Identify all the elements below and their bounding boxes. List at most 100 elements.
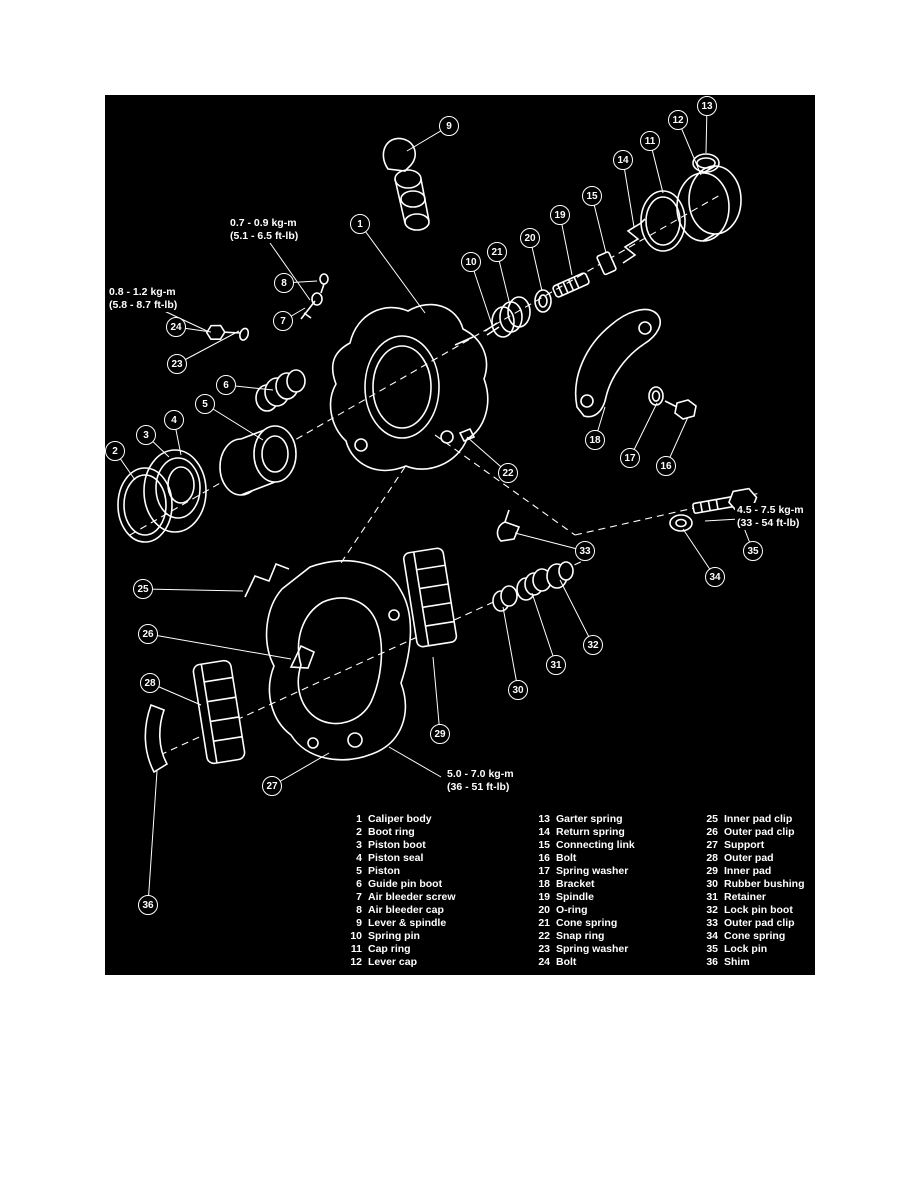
legend-item-label: Boot ring [368, 826, 415, 838]
part-bolt-upper [664, 399, 697, 420]
legend-item-label: Lock pin [724, 943, 768, 955]
legend-item-label: Return spring [556, 826, 625, 838]
callout-30: 30 [508, 680, 528, 700]
legend-item-label: Spring pin [368, 930, 420, 942]
legend-item-label: Piston seal [368, 852, 424, 864]
callout-26: 26 [138, 624, 158, 644]
exploded-diagram [114, 105, 761, 906]
torque-label-1: 0.7 - 0.9 kg-m(5.1 - 6.5 ft-lb) [228, 216, 301, 243]
legend-item-number: 24 [538, 956, 550, 968]
legend-item-number: 34 [706, 930, 718, 942]
legend-item-label: Lever & spindle [368, 917, 447, 929]
legend-item-number: 30 [706, 878, 718, 890]
legend-item-11: 11 Cap ring [345, 943, 456, 956]
legend-item-number: 5 [356, 865, 362, 877]
part-shim [144, 703, 169, 774]
callout-3: 3 [136, 425, 156, 445]
legend-item-number: 18 [538, 878, 550, 890]
callout-7: 7 [273, 311, 293, 331]
part-snap-ring [458, 427, 476, 443]
legend-item-number: 11 [350, 943, 362, 955]
part-spring-washer-upper [648, 386, 664, 406]
legend-item-label: Bolt [556, 956, 577, 968]
callout-32: 32 [583, 635, 603, 655]
legend-item-number: 26 [706, 826, 718, 838]
legend-item-label: Connecting link [556, 839, 635, 851]
part-garter-spring [692, 153, 720, 173]
part-piston-boot-seal [143, 449, 207, 533]
callout-8: 8 [274, 273, 294, 293]
legend-item-number: 35 [706, 943, 718, 955]
part-caliper-body [329, 303, 489, 472]
legend-item-number: 8 [356, 904, 362, 916]
leader-lines [114, 105, 754, 906]
part-outer-pad-clip-upper [289, 644, 316, 669]
legend-item-label: Inner pad [724, 865, 772, 877]
callout-29: 29 [430, 724, 450, 744]
legend-item-30: 30 Rubber bushing [701, 878, 805, 891]
legend-item-label: Shim [724, 956, 750, 968]
part-spring-pin [484, 322, 500, 336]
part-spindle [552, 272, 590, 298]
legend-item-label: Cap ring [368, 943, 411, 955]
legend-item-number: 27 [706, 839, 718, 851]
legend-item-5: 5 Piston [345, 865, 456, 878]
legend-item-label: Support [724, 839, 765, 851]
legend-item-number: 36 [706, 956, 718, 968]
callout-36: 36 [138, 895, 158, 915]
part-lock-pin-boot [546, 561, 574, 589]
callout-20: 20 [520, 228, 540, 248]
legend-item-label: Bracket [556, 878, 595, 890]
legend-item-label: Piston [368, 865, 401, 877]
part-rubber-bushing [492, 585, 518, 612]
legend-item-number: 16 [538, 852, 550, 864]
part-retainer [516, 568, 552, 601]
callout-27: 27 [262, 776, 282, 796]
callout-11: 11 [640, 131, 660, 151]
callout-10: 10 [461, 252, 481, 272]
part-cone-spring [491, 296, 531, 338]
legend-item-label: Caliper body [368, 813, 432, 825]
callout-13: 13 [697, 96, 717, 116]
legend-item-label: Rubber bushing [724, 878, 805, 890]
part-lever-spindle [382, 137, 430, 231]
legend-item-label: Garter spring [556, 813, 623, 825]
legend-item-label: Spring washer [556, 865, 629, 877]
legend-item-35: 35 Lock pin [701, 943, 805, 956]
part-boot-ring [117, 467, 173, 543]
legend-item-label: Air bleeder cap [368, 904, 444, 916]
legend-item-number: 25 [706, 813, 718, 825]
part-air-bleeder [300, 273, 329, 320]
legend-item-label: Air bleeder screw [368, 891, 456, 903]
legend-item-number: 22 [538, 930, 550, 942]
callout-2: 2 [105, 441, 125, 461]
callout-4: 4 [164, 410, 184, 430]
legend-item-label: O-ring [556, 904, 588, 916]
legend-item-8: 8 Air bleeder cap [345, 904, 456, 917]
callout-24: 24 [166, 317, 186, 337]
legend-item-label: Cone spring [724, 930, 786, 942]
legend-item-label: Spindle [556, 891, 594, 903]
part-inner-pad-clip [244, 562, 290, 598]
callout-9: 9 [439, 116, 459, 136]
